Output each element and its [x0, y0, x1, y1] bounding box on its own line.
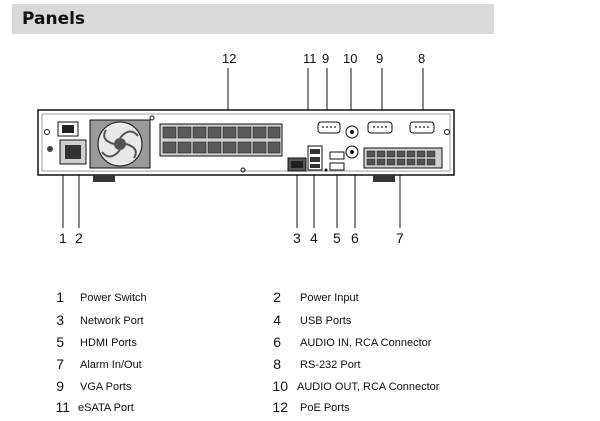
- callout-1: 1: [59, 230, 67, 246]
- legend-label-poe-ports: PoE Ports: [300, 402, 350, 414]
- section-title: Panels: [22, 9, 86, 29]
- legend-label-alarm: Alarm In/Out: [80, 359, 142, 371]
- callout-6: 6: [351, 230, 359, 246]
- callout-10: 10: [343, 51, 357, 66]
- legend-num-9: 9: [56, 378, 64, 394]
- callout-2: 2: [75, 230, 83, 246]
- legend-label-esata-port: eSATA Port: [78, 402, 134, 414]
- legend-label-rs232-port: RS-232 Port: [300, 359, 361, 371]
- power-input-icon: [47, 139, 87, 165]
- vga-port-right-icon: [367, 121, 393, 134]
- legend-label-power-switch: Power Switch: [80, 292, 147, 304]
- callout-12: 12: [222, 51, 236, 66]
- legend-label-audio-in: AUDIO IN, RCA Connector: [300, 337, 432, 349]
- legend-num-10: 10: [272, 378, 288, 394]
- legend-num-1: 1: [56, 289, 64, 305]
- legend-num-5: 5: [56, 334, 64, 350]
- legend-num-4: 4: [273, 312, 281, 328]
- legend-label-usb-ports: USB Ports: [300, 315, 352, 327]
- legend-label-power-input: Power Input: [300, 292, 359, 304]
- legend-num-8: 8: [273, 356, 281, 372]
- legend-num-6: 6: [273, 334, 281, 350]
- callout-3: 3: [293, 230, 301, 246]
- section-header: Panels: [12, 4, 494, 34]
- audio-out-rca-icon: [345, 125, 359, 139]
- legend-num-11: 11: [55, 399, 70, 415]
- legend-label-audio-out: AUDIO OUT, RCA Connector: [297, 381, 440, 393]
- hdmi-ports-icon: [329, 151, 345, 171]
- callout-7: 7: [396, 230, 404, 246]
- legend-label-network-port: Network Port: [80, 315, 144, 327]
- power-switch-icon: [57, 121, 79, 137]
- legend-num-2: 2: [273, 289, 281, 305]
- usb-ports-icon: [307, 145, 323, 171]
- legend-label-vga-ports: VGA Ports: [80, 381, 132, 393]
- legend-num-3: 3: [56, 312, 64, 328]
- legend-num-12: 12: [272, 399, 288, 415]
- rs232-port-icon: [409, 121, 435, 134]
- fan-icon: [89, 119, 151, 169]
- callout-5: 5: [333, 230, 341, 246]
- callout-8: 8: [418, 51, 425, 66]
- vga-port-left-icon: [317, 121, 341, 134]
- alarm-in-out-icon: [363, 147, 443, 169]
- legend-num-7: 7: [56, 356, 64, 372]
- callout-4: 4: [310, 230, 318, 246]
- callout-9-right: 9: [376, 51, 383, 66]
- legend-label-hdmi-ports: HDMI Ports: [80, 337, 137, 349]
- poe-ports: [159, 123, 283, 157]
- network-port-icon: [287, 157, 307, 172]
- audio-in-rca-icon: [345, 145, 359, 159]
- callout-9-left: 9: [322, 51, 329, 66]
- callout-11: 11: [303, 51, 317, 66]
- rear-panel-diagram: 12 11 9 10 9 8 1 2 3 4 5 6 7: [37, 51, 455, 246]
